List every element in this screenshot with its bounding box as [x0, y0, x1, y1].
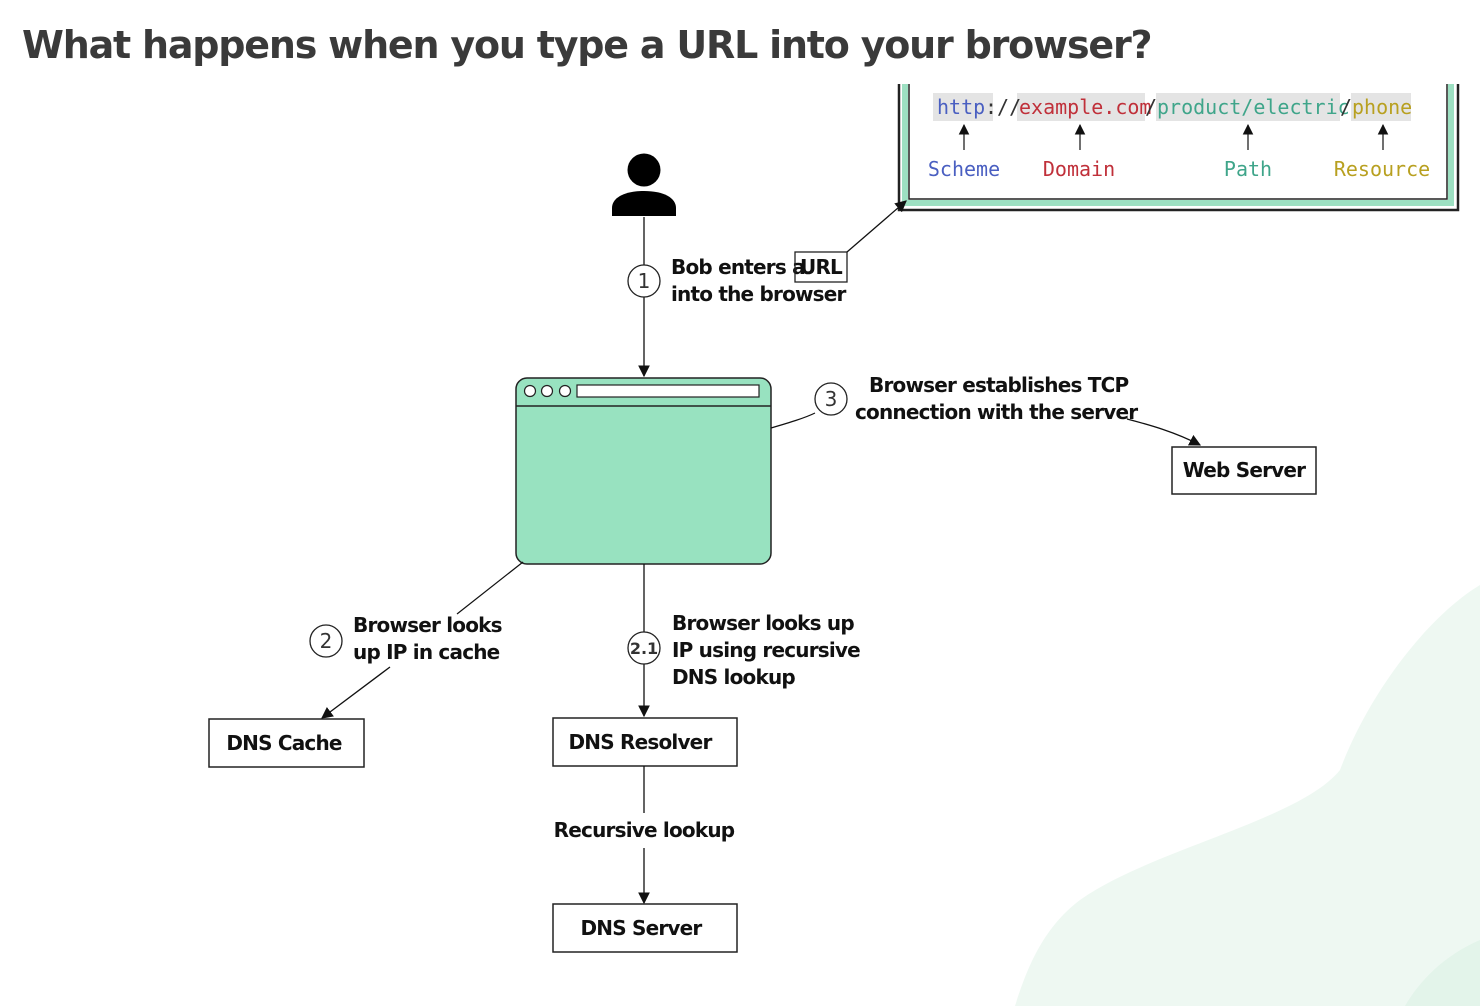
background-blob: [1015, 585, 1480, 1006]
url-separator-path: /: [1340, 95, 1352, 119]
step21-badge: 2.1: [627, 631, 661, 665]
web-server-box: Web Server: [1171, 446, 1317, 495]
resource-highlight: [1351, 93, 1411, 121]
step21-text-line1: Browser looks up: [672, 611, 854, 635]
step3-badge: 3: [814, 382, 848, 416]
step21-text-line3: DNS lookup: [672, 665, 795, 689]
domain-highlight: [1017, 93, 1145, 121]
url-separator-scheme: ://: [985, 95, 1021, 119]
window-control-dot: [523, 384, 537, 398]
browser-address-bar: [576, 384, 760, 398]
step3-connector: [770, 412, 816, 429]
path-label: Path: [1224, 157, 1272, 181]
step3-text-line1: Browser establishes TCP: [869, 373, 1128, 397]
step1-text-line2: into the browser: [671, 282, 847, 306]
step2-connector: [456, 561, 524, 615]
dns-server-box: DNS Server: [552, 903, 738, 953]
url-word-box: [794, 251, 848, 283]
window-control-dot: [558, 384, 572, 398]
step2-text-line2: up IP in cache: [353, 640, 500, 664]
step1-text-line1: Bob enters a: [671, 255, 805, 279]
resource-label: Resource: [1334, 157, 1430, 181]
window-control-dot: [540, 384, 554, 398]
dns-resolver-box: DNS Resolver: [552, 717, 738, 767]
dns-server-label: DNS Server: [580, 916, 702, 940]
url-domain: example.com: [1019, 95, 1151, 119]
scheme-label: Scheme: [928, 157, 1000, 181]
step3-arrow: [1126, 418, 1202, 446]
svg-text:http :// example.c: http :// example.com / product/electric …: [937, 95, 1412, 119]
domain-label: Domain: [1043, 157, 1115, 181]
step3-text-line2: connection with the server: [855, 400, 1138, 424]
step21-text-line2: IP using recursive: [672, 638, 860, 662]
url-path: product/electric: [1157, 95, 1350, 119]
background-blob-inner: [1405, 940, 1480, 1006]
url-panel: http :// example.com / product/electric …: [897, 84, 1460, 212]
svg-text:3: 3: [825, 387, 838, 411]
step2-text-line1: Browser looks: [353, 613, 502, 637]
dns-cache-box: DNS Cache: [208, 718, 365, 768]
path-highlight: [1156, 93, 1340, 121]
recursive-lookup-label: Recursive lookup: [554, 818, 735, 842]
web-server-label: Web Server: [1183, 458, 1306, 482]
user-icon: [612, 153, 676, 216]
svg-text:2: 2: [320, 629, 333, 653]
dns-resolver-label: DNS Resolver: [568, 730, 712, 754]
url-scheme: http: [937, 95, 985, 119]
url-word: URL: [800, 255, 843, 279]
url-separator-domain: /: [1145, 95, 1157, 119]
dns-cache-label: DNS Cache: [226, 731, 342, 755]
step2-badge: 2: [309, 624, 343, 658]
url-resource: phone: [1352, 95, 1412, 119]
step2-arrow: [321, 666, 391, 719]
svg-text:1: 1: [638, 269, 651, 293]
url-to-panel-arrow: [846, 200, 907, 253]
svg-text:2.1: 2.1: [630, 639, 658, 658]
browser-window: [515, 377, 772, 565]
page-title: What happens when you type a URL into yo…: [22, 23, 1151, 67]
scheme-highlight: [933, 93, 993, 121]
step1-badge: 1: [627, 264, 661, 298]
